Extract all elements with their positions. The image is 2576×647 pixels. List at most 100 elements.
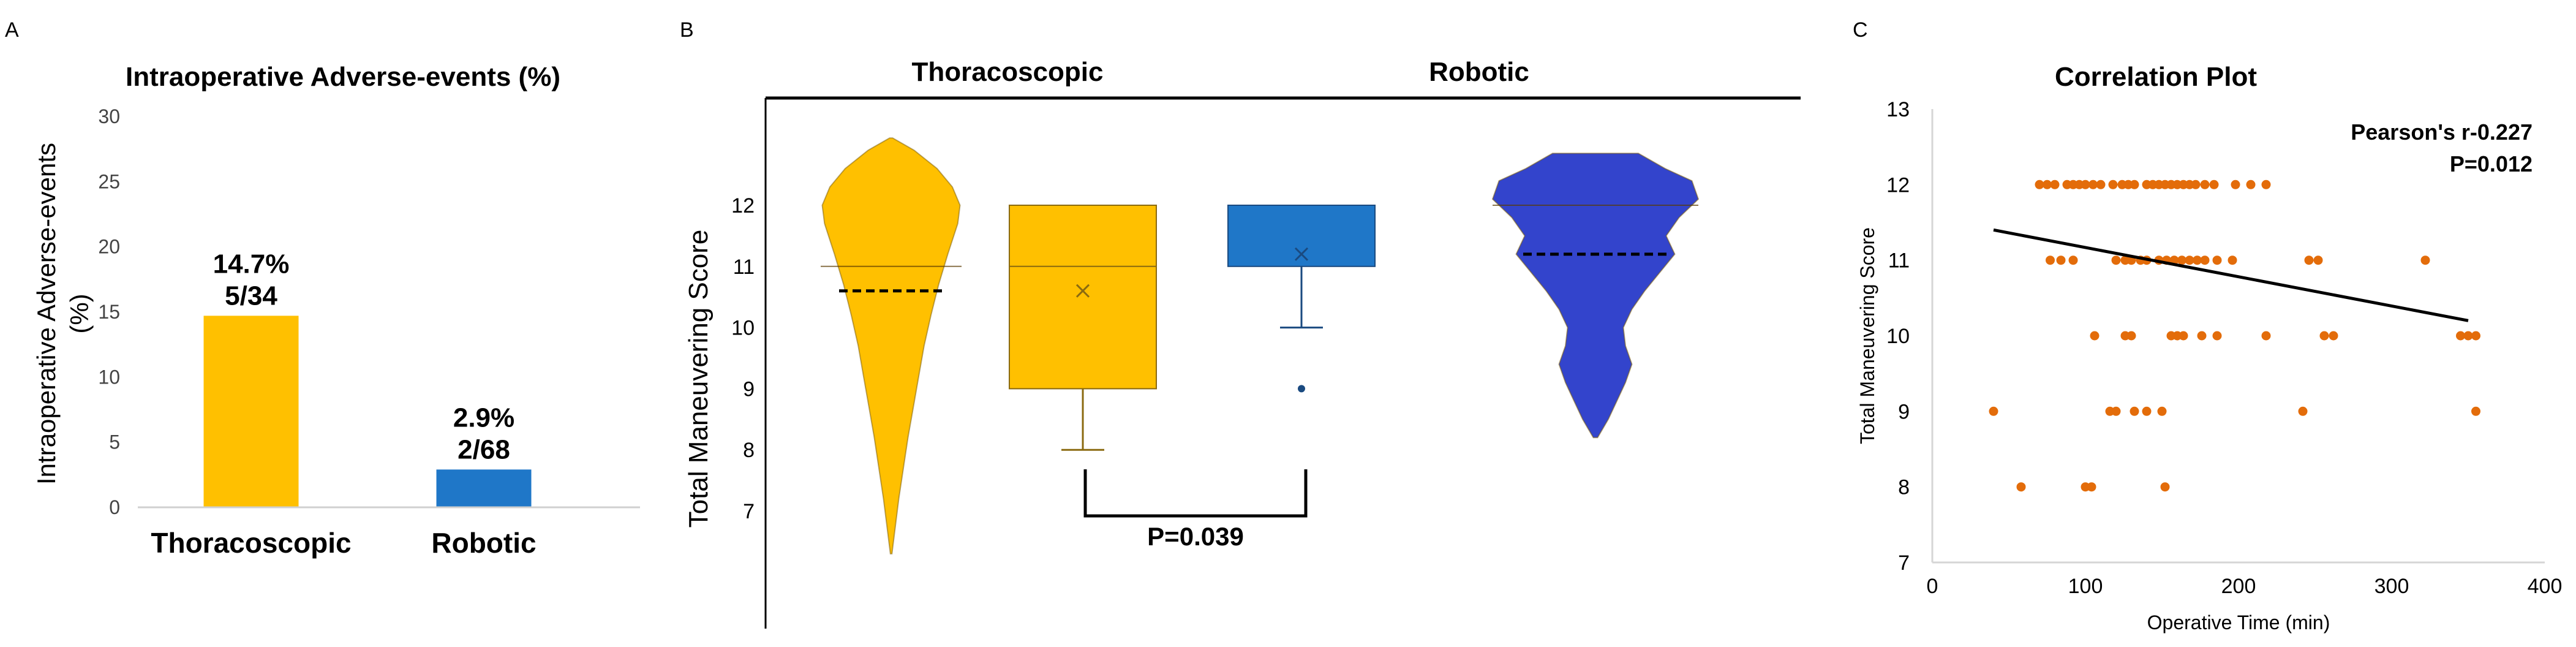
scatter-point [2319,331,2329,341]
scatter-point [2191,180,2201,189]
panel-c-xtick-label: 0 [1927,575,1938,598]
panel-c-ytick-label: 12 [1886,173,1910,197]
category-label: Thoracoscopic [151,527,351,559]
p-value-label: P=0.039 [1147,522,1244,551]
panel-a-ylabel-line-1: Intraoperative Adverse-events [32,143,61,485]
category-label: Robotic [431,527,536,559]
panel-b-ytick-label: 10 [731,317,755,340]
panel-b-ytick-label: 7 [743,500,755,523]
panel-a-letter: A [5,18,19,42]
box-thoracoscopic-mean-marker [1075,284,1090,298]
scatter-point [2200,255,2210,265]
box-robotic-outlier [1298,385,1305,393]
panel-a-ytick-label: 10 [98,366,120,388]
panel-b-group-label-thoracoscopic: Thoracoscopic [912,57,1104,87]
panel-b-letter: B [680,18,694,42]
panel-c-ytick-label: 13 [1886,98,1910,121]
panel-c-title: Correlation Plot [2055,62,2257,92]
scatter-point [2185,255,2194,265]
panel-b-ytick-label: 11 [733,255,755,279]
panel-c-xtick-label: 400 [2528,575,2563,598]
bar-value-label: 2.9% [453,403,514,433]
scatter-point [2463,331,2473,341]
scatter-point [2228,255,2237,265]
scatter-point [2209,180,2219,189]
scatter-point [2016,482,2026,492]
panel-b-ytick-label: 12 [731,194,755,218]
panel-c-xtick-label: 300 [2375,575,2409,598]
box-thoracoscopic-iqr-box [1009,205,1157,390]
scatter-point [2046,255,2055,265]
scatter-point [2212,331,2222,341]
scatter-point [2096,180,2106,189]
scatter-point [2157,406,2167,416]
bar-count-label: 5/34 [225,281,277,311]
panel-c-ytick-label: 8 [1898,476,1910,499]
panel-b-group-label-robotic: Robotic [1429,57,1529,87]
scatter-point [2035,180,2044,189]
box-robotic-mean-marker [1294,247,1309,261]
scatter-point [2090,331,2100,341]
scatter-point [2130,406,2139,416]
panel-c: C Correlation Plot Total Maneuvering Sco… [1853,18,2562,634]
scatter-point [2087,482,2096,492]
panel-c-annotation-p: P=0.012 [2450,151,2533,176]
panel-b-ytick-label: 9 [743,377,755,401]
panel-a-bars [203,316,532,507]
scatter-point [2160,482,2170,492]
panel-b-ylabel: Total Maneuvering Score [684,230,714,528]
scatter-point [2471,331,2480,341]
scatter-point [2177,255,2186,265]
scatter-point [2197,331,2207,341]
scatter-point [2081,180,2090,189]
scatter-point [2261,180,2271,189]
scatter-point [2193,255,2202,265]
bar-value-label: 14.7% [213,249,290,279]
panel-c-trendline [1993,228,2469,322]
panel-a-ytick-label: 0 [109,496,120,518]
panel-c-xtick-label: 200 [2221,575,2256,598]
scatter-point [2088,180,2098,189]
scatter-point [2130,180,2139,189]
panel-c-xlabel: Operative Time (min) [2147,611,2330,634]
scatter-point [2329,331,2338,341]
scatter-point [2179,331,2188,341]
panel-a-ytick-label: 5 [109,431,120,453]
panel-c-letter: C [1853,18,1868,42]
panel-b: B Thoracoscopic Robotic Total Maneuverin… [680,18,1801,629]
scatter-point [2200,180,2210,189]
panel-c-points [1989,180,2480,492]
panel-c-annotation-r: Pearson's r-0.227 [2351,119,2533,145]
scatter-point [1989,406,1998,416]
panel-c-ytick-label: 11 [1888,249,1910,273]
scatter-point [2456,331,2465,341]
panel-a-ytick-label: 20 [98,236,120,258]
panel-c-ytick-label: 10 [1886,325,1910,348]
scatter-point [2212,255,2222,265]
panel-c-xtick-label: 100 [2068,575,2103,598]
scatter-point [2111,255,2121,265]
scatter-point [2246,180,2256,189]
scatter-point [2231,180,2240,189]
bar-thoracoscopic [203,316,299,507]
bar-count-label: 2/68 [458,434,510,464]
scatter-point [2142,406,2152,416]
scatter-point [2313,255,2323,265]
panel-c-ylabel: Total Maneuvering Score [1856,227,1878,444]
scatter-point [2126,331,2136,341]
scatter-point [2108,180,2118,189]
scatter-point [2420,255,2430,265]
scatter-point [2050,180,2060,189]
p-value-bracket-line [1083,469,1308,518]
panel-a-ylabel-line-2: (%) [65,293,94,333]
scatter-point [2261,331,2271,341]
panel-a-ytick-label: 25 [98,170,120,192]
scatter-point [2304,255,2314,265]
scatter-point [2056,255,2066,265]
p-value-bracket: P=0.039 [1083,469,1308,551]
panel-a: A Intraoperative Adverse-events (%) Intr… [5,18,640,559]
